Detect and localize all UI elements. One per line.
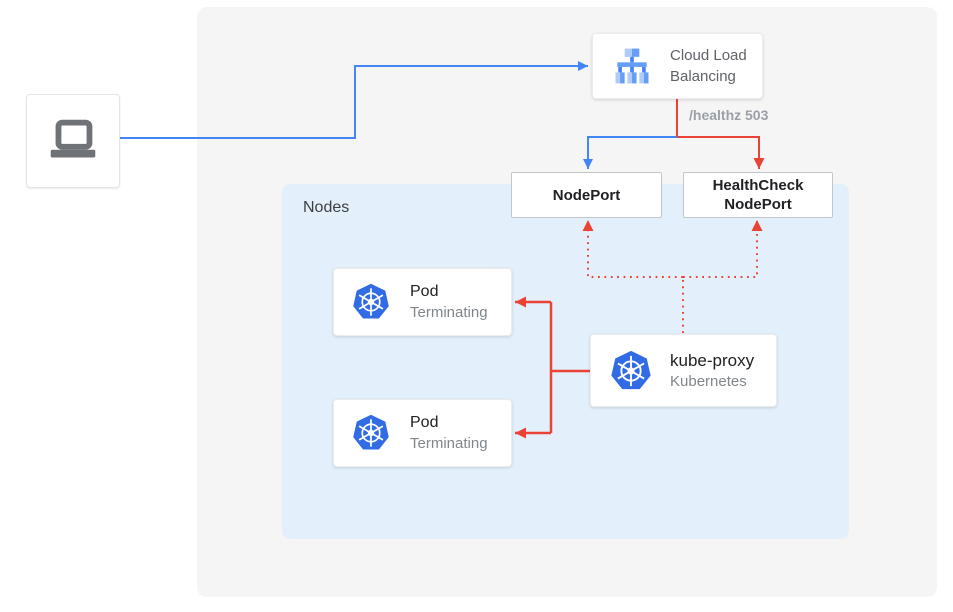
pod-text: Pod Terminating [410, 281, 488, 323]
healthcheck-nodeport-node: HealthCheck NodePort [683, 172, 833, 218]
kubernetes-icon [353, 414, 389, 450]
cloud-load-balancing-label: Cloud Load Balancing [670, 47, 747, 85]
pod-text: Pod Terminating [410, 412, 488, 454]
kube-proxy-node: kube-proxy Kubernetes [590, 334, 777, 407]
kube-proxy-text: kube-proxy Kubernetes [670, 350, 754, 392]
pod-node-2: Pod Terminating [333, 399, 512, 467]
laptop-icon [50, 119, 96, 158]
kube-proxy-subtitle: Kubernetes [670, 372, 747, 390]
nodes-group-label: Nodes [303, 199, 350, 216]
cloud-load-balancing-icon [615, 48, 649, 84]
nodeport-node: NodePort [511, 172, 662, 218]
pod-status: Terminating [410, 304, 488, 321]
healthcheck-nodeport-label: HealthCheck NodePort [712, 177, 804, 213]
kubernetes-icon [353, 283, 389, 319]
pod-title: Pod [410, 283, 439, 300]
pod-node-1: Pod Terminating [333, 268, 512, 336]
healthz-annotation: /healthz 503 [689, 107, 769, 123]
cloud-load-balancing-node: Cloud Load Balancing [592, 33, 763, 99]
kube-proxy-title: kube-proxy [670, 350, 755, 370]
kubernetes-icon [611, 350, 651, 389]
pod-title: Pod [410, 414, 439, 431]
external-client-node [26, 94, 120, 188]
pod-status: Terminating [410, 435, 488, 452]
nodeport-label: NodePort [552, 186, 621, 204]
